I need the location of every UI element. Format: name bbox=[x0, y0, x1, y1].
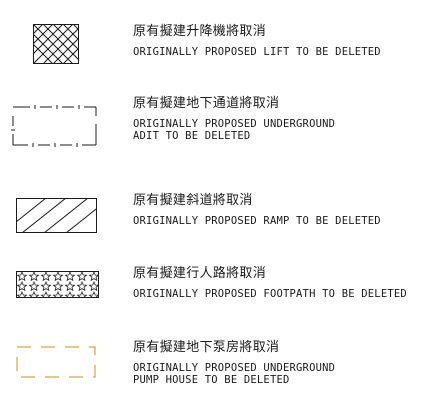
label-en-line2: ADIT TO BE DELETED bbox=[133, 130, 251, 142]
legend-text-pump-house: 原有擬建地下泵房將取消 ORIGINALLY PROPOSED UNDERGRO… bbox=[133, 340, 335, 386]
label-zh: 原有擬建地下泵房將取消 bbox=[133, 340, 280, 355]
label-en: ORIGINALLY PROPOSED RAMP TO BE DELETED bbox=[133, 215, 381, 227]
diagonal-hatched-box-icon bbox=[16, 198, 98, 234]
label-zh: 原有擬建升降機將取消 bbox=[133, 24, 267, 39]
label-zh: 原有擬建斜道將取消 bbox=[133, 193, 253, 208]
label-zh: 原有擬建地下通道將取消 bbox=[133, 96, 280, 111]
label-en: ORIGINALLY PROPOSED LIFT TO BE DELETED bbox=[133, 46, 381, 58]
cross-hatched-box-icon bbox=[33, 24, 79, 64]
legend-text-adit: 原有擬建地下通道將取消 ORIGINALLY PROPOSED UNDERGRO… bbox=[133, 96, 335, 142]
label-en-line1: ORIGINALLY PROPOSED UNDERGROUND bbox=[133, 362, 336, 374]
header-fragment bbox=[0, 0, 446, 6]
legend-text-ramp: 原有擬建斜道將取消 ORIGINALLY PROPOSED RAMP TO BE… bbox=[133, 193, 381, 227]
legend-text-lift: 原有擬建升降機將取消 ORIGINALLY PROPOSED LIFT TO B… bbox=[133, 24, 381, 58]
label-en-line1: ORIGINALLY PROPOSED UNDERGROUND bbox=[133, 118, 336, 130]
label-zh: 原有擬建行人路將取消 bbox=[133, 266, 267, 281]
star-pattern-box-icon bbox=[16, 271, 100, 299]
label-en: ORIGINALLY PROPOSED FOOTPATH TO BE DELET… bbox=[133, 288, 407, 300]
dash-dot-outline-icon bbox=[10, 104, 102, 148]
label-en-line2: PUMP HOUSE TO BE DELETED bbox=[133, 374, 290, 386]
dashed-orange-outline-icon bbox=[14, 344, 98, 380]
legend-text-footpath: 原有擬建行人路將取消 ORIGINALLY PROPOSED FOOTPATH … bbox=[133, 266, 407, 300]
